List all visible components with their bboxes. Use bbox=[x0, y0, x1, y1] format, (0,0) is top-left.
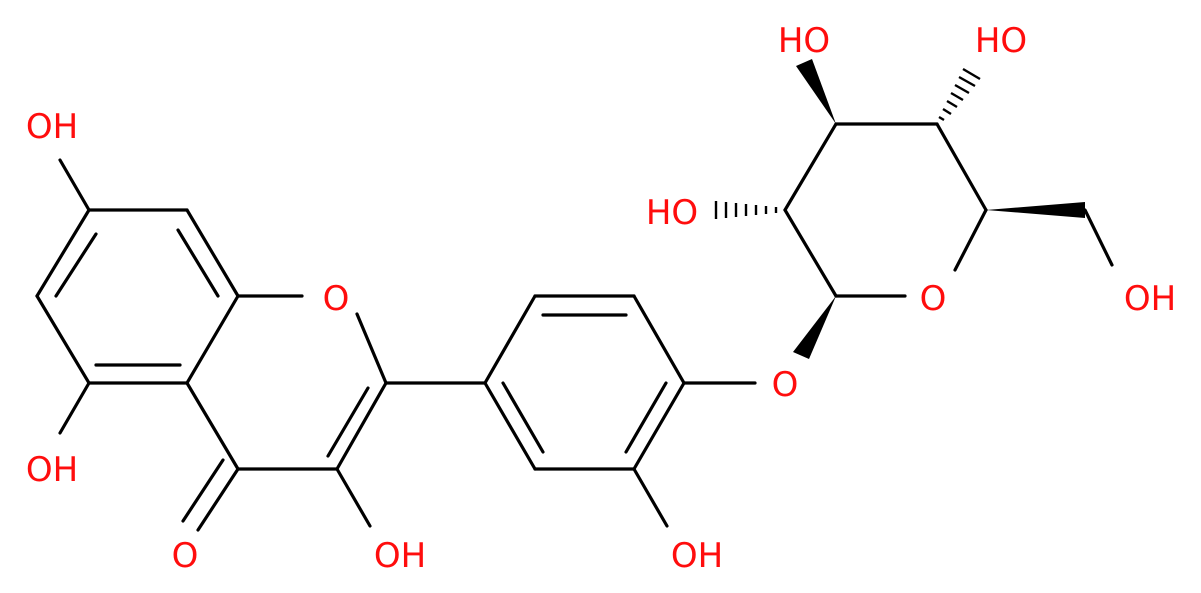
label-ho-sugar-c4: HO bbox=[975, 21, 1027, 61]
bond bbox=[935, 122, 988, 212]
stereo-bonds bbox=[714, 59, 1085, 359]
bonds bbox=[35, 122, 1114, 532]
bond bbox=[35, 208, 91, 298]
bond bbox=[196, 467, 240, 532]
label-oh-sugar-c6: OH bbox=[1124, 279, 1176, 319]
bond bbox=[58, 158, 91, 212]
bond bbox=[355, 312, 388, 385]
label-oh-phenyl: OH bbox=[671, 536, 723, 576]
wedge-bond bbox=[793, 296, 836, 359]
wedge-bond bbox=[986, 202, 1085, 218]
bond bbox=[632, 381, 686, 471]
bond bbox=[185, 294, 240, 385]
bond bbox=[335, 381, 388, 471]
label-o-glycosidic: O bbox=[772, 365, 799, 405]
label-ho-sugar-c2: HO bbox=[646, 193, 698, 233]
bond bbox=[326, 386, 370, 458]
bond bbox=[483, 294, 537, 385]
bond bbox=[335, 467, 372, 528]
hash-bond bbox=[938, 67, 981, 122]
label-o-ring-sugar: O bbox=[920, 279, 947, 319]
bond bbox=[1083, 208, 1114, 267]
bond bbox=[632, 294, 686, 385]
bond bbox=[483, 381, 537, 471]
bond bbox=[185, 381, 240, 471]
bond bbox=[783, 122, 838, 212]
bond bbox=[953, 208, 988, 272]
atom-labels: OH OH O O OH OH O O HO HO HO OH bbox=[26, 21, 1176, 576]
bond bbox=[58, 381, 91, 435]
bond bbox=[632, 467, 669, 528]
bond bbox=[176, 228, 220, 298]
bond bbox=[624, 381, 668, 454]
bond bbox=[501, 381, 545, 454]
label-o-ring-chromone: O bbox=[323, 279, 350, 319]
bond bbox=[185, 208, 240, 298]
wedge-bond bbox=[796, 59, 836, 124]
bond bbox=[35, 294, 91, 385]
bond bbox=[783, 208, 838, 298]
label-oh-c3: OH bbox=[374, 536, 426, 576]
label-o-keto: O bbox=[172, 536, 199, 576]
bond bbox=[54, 232, 98, 298]
bond bbox=[181, 458, 225, 523]
hash-bond bbox=[714, 201, 778, 219]
label-ho-sugar-c3: HO bbox=[778, 21, 830, 61]
label-oh-c7: OH bbox=[26, 107, 78, 147]
label-oh-c5: OH bbox=[26, 450, 78, 490]
